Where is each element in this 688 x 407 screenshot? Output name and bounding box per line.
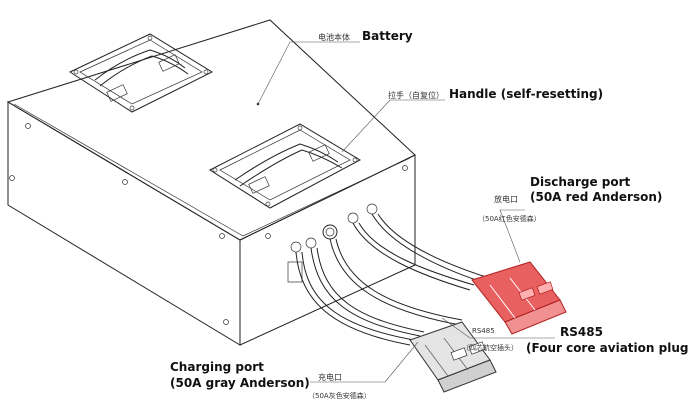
label-battery: 电池本体 Battery <box>318 29 413 43</box>
label-handle: 拉手（自复位） Handle (self-resetting) <box>388 87 603 101</box>
rs485-label-en-2: (Four core aviation plug) <box>526 341 688 355</box>
red-anderson-connector <box>471 261 567 335</box>
label-charging: Charging port (50A gray Anderson) 充电口 （5… <box>170 360 371 400</box>
handle-top-left <box>68 33 214 113</box>
discharge-label-en-1: Discharge port <box>530 175 631 189</box>
rs485-label-cn-1: RS485 <box>472 327 495 335</box>
cables <box>295 213 487 346</box>
discharge-label-cn-1: 放电口 <box>494 194 518 204</box>
handle-bottom-right <box>208 123 362 209</box>
discharge-label-cn-2: （50A红色安德森） <box>478 214 541 223</box>
port-panel <box>287 203 378 283</box>
rs485-label-cn-2: （四芯航空插头） <box>462 343 518 352</box>
label-rs485: RS485 （四芯航空插头） RS485 (Four core aviation… <box>462 325 688 355</box>
charging-label-en-1: Charging port <box>170 360 264 374</box>
leader-lines <box>256 41 555 383</box>
rs485-label-en-1: RS485 <box>560 325 603 339</box>
handle-label-en: Handle (self-resetting) <box>449 87 603 101</box>
battery-label-en: Battery <box>362 29 413 43</box>
gray-anderson-connector <box>409 321 497 393</box>
handle-label-cn: 拉手（自复位） <box>388 90 444 100</box>
charging-label-cn-2: （50A灰色安德森） <box>308 391 371 400</box>
label-discharge: Discharge port (50A red Anderson) 放电口 （5… <box>478 175 662 223</box>
battery-label-cn: 电池本体 <box>318 32 350 42</box>
charging-label-cn-1: 充电口 <box>318 372 342 382</box>
charging-label-en-2: (50A gray Anderson) <box>170 376 310 390</box>
battery-box <box>6 19 416 346</box>
discharge-label-en-2: (50A red Anderson) <box>530 190 662 204</box>
